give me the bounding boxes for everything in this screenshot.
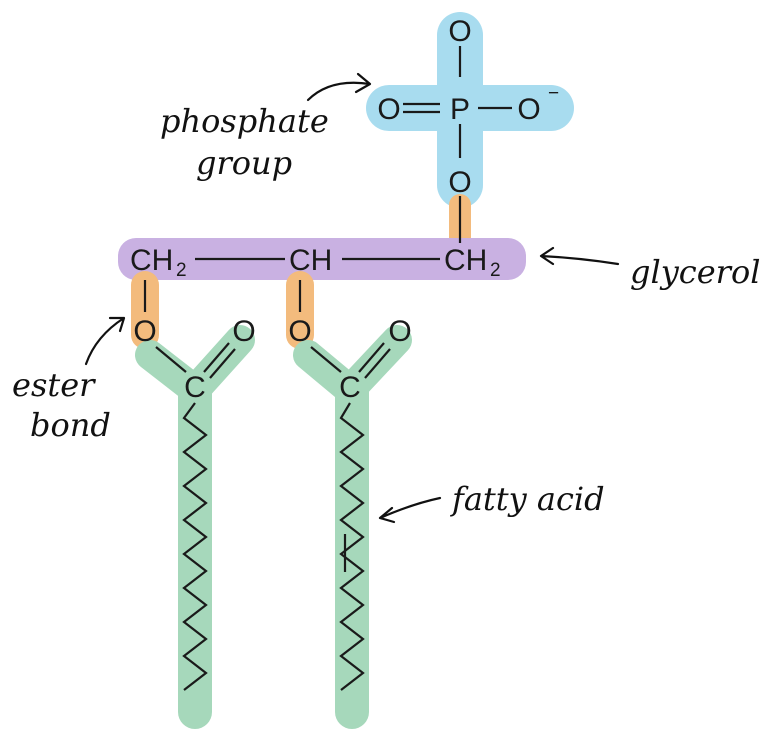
annotations: phosphate group glycerol ester bond fatt…: [12, 72, 760, 524]
phosphate-group-label-line1: phosphate: [160, 102, 329, 140]
bond-o-c-middle: [310, 346, 342, 373]
phosphate-o-right: O: [517, 93, 540, 126]
phosphate-o-bottom: O: [448, 166, 471, 199]
fatty-acid-label: fatty acid: [450, 480, 605, 518]
bond-c-o-middle-double-2: [364, 348, 391, 379]
carbon-left: C: [184, 371, 206, 404]
bond-c-o-left-double-1: [203, 342, 230, 373]
fatty-acid-chain-middle: [339, 402, 365, 691]
fatty-acid-chain-left: [182, 402, 208, 691]
ester-o-left: O: [133, 315, 156, 348]
fatty-acid-arrow: [378, 496, 442, 524]
glycerol-highlight: [118, 238, 526, 280]
carbonyl-o-left: O: [232, 315, 255, 348]
glycerol-arrow: [539, 246, 620, 266]
bond-c-o-left-double-2: [209, 348, 236, 379]
bond-c-o-middle-double-1: [358, 342, 385, 373]
phosphate-arrow: [306, 72, 372, 102]
ester-arrow: [84, 316, 126, 366]
glycerol-label: glycerol: [630, 253, 760, 291]
phosphate-group-label-line2: group: [196, 144, 292, 182]
phosphate-p: P: [450, 93, 470, 126]
ester-bond-label-line1: ester: [12, 366, 96, 404]
carbon-middle: C: [339, 371, 361, 404]
glycerol-left-ch2: CH: [130, 244, 173, 277]
ester-o-middle: O: [288, 315, 311, 348]
bonds: [143, 46, 512, 691]
glycerol-middle-ch: CH: [289, 244, 332, 277]
carbonyl-o-middle: O: [388, 315, 411, 348]
phosphate-charge: −: [548, 83, 559, 104]
glycerol-left-subscript: 2: [176, 260, 187, 281]
atoms: O O P O − O CH 2 CH CH 2 O O O O C C: [130, 15, 559, 404]
glycerol-right-ch2: CH: [444, 244, 487, 277]
phosphate-o-top: O: [448, 15, 471, 48]
ester-bond-label-line2: bond: [30, 406, 111, 444]
phosphate-o-left: O: [377, 93, 400, 126]
glycerol-right-subscript: 2: [490, 260, 501, 281]
bond-o-c-left: [155, 346, 187, 373]
